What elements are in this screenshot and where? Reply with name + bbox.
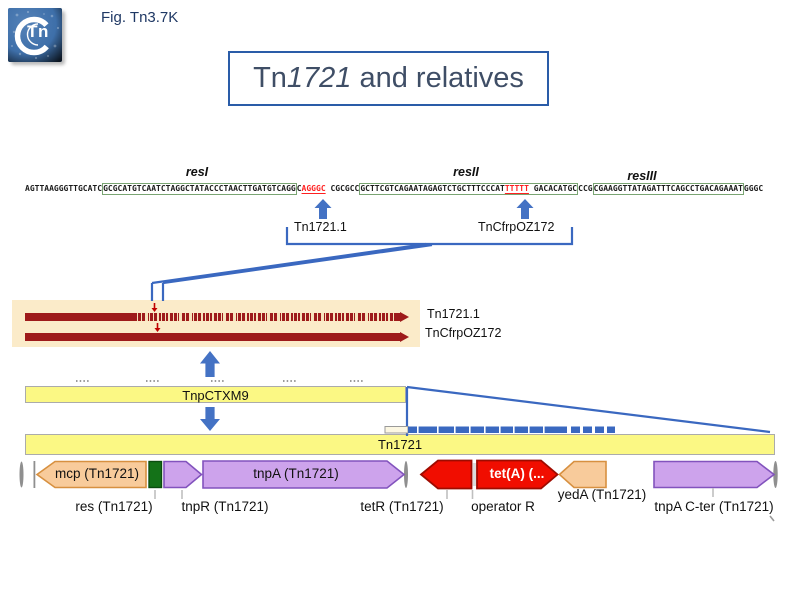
logo-inner-arc: [26, 23, 39, 46]
tnpctxm9-map-box: [25, 386, 406, 403]
mismatch-ticks: [137, 313, 394, 321]
seq-crossover-left: AGGGC: [301, 184, 326, 193]
gene-label-tetA: tet(A) (...: [489, 466, 545, 481]
seq-resII-box: GCTTCGTCAGAATAGAGTCTGCTTTCCCATTTTTT GACA…: [359, 183, 579, 195]
alignment-bar-tn1721-1: [25, 312, 409, 322]
sequence-arrow-right-icon: [516, 199, 534, 219]
gene-label-yedA: yedA (Tn1721): [557, 487, 647, 502]
expansion-funnel: [405, 385, 771, 436]
seq-crossover-right: TTTTT: [504, 184, 529, 193]
up-arrow-icon: [200, 351, 220, 377]
gene-arrow-yedA: [558, 460, 607, 489]
res-site-label-resI: resI: [185, 165, 209, 179]
homology-bar-gaps: [417, 426, 545, 433]
seq-segment: CCG: [578, 184, 593, 193]
boundary-tick: [404, 461, 408, 488]
gene-arrow-tetR: [419, 459, 473, 490]
tn1721-label: Tn1721: [377, 437, 423, 452]
figure-id-label: Fig. Tn3.7K: [101, 9, 179, 26]
gene-label-operatorR: operator R: [471, 499, 535, 514]
seq-segment: GACACATGC: [528, 184, 578, 193]
sequence-arrow-left-icon: [314, 199, 332, 219]
alignment-row2-label: TnCfrpOZ172: [425, 326, 502, 340]
logo-tn-text: Tn: [27, 22, 49, 41]
title-prefix: Tn: [253, 62, 287, 94]
down-arrow-icon: [200, 407, 220, 431]
gene-arrow-tnpR: [163, 460, 203, 489]
gene-label-tetR: tetR (Tn1721): [360, 499, 444, 514]
seq-resI-box: GCGCATGTCAATCTAGGCTATACCCTAACTTGATGTCAGG: [102, 183, 297, 195]
operator-r-marker: [472, 463, 476, 486]
gene-label-tnpA: tnpA (Tn1721): [253, 466, 339, 481]
tn1721-map-box: [25, 434, 775, 455]
seq-segment: AGTTAAGGGTTGCATC: [25, 184, 103, 193]
gene-label-res: res (Tn1721): [75, 499, 153, 514]
homology-bar-dashes: [571, 426, 615, 433]
boundary-tick: [773, 461, 778, 488]
seq-segment: CGCGCC: [325, 184, 360, 193]
homology-bar: [408, 426, 567, 433]
gene-arrow-tnpA-cter: [653, 460, 776, 489]
corner-tick: [769, 515, 775, 522]
zoom-wedge: [150, 242, 433, 301]
boundary-tick: [33, 461, 36, 488]
logo-c-ring: [14, 16, 54, 56]
tnpctxm9-label: TnpCTXM9: [182, 388, 249, 403]
cream-segment-bar: [384, 426, 409, 434]
gene-label-mcp: mcp (Tn1721): [54, 466, 140, 481]
boundary-tick: [19, 461, 24, 488]
alignment-bar-tncfrpoz172: [25, 331, 409, 342]
logo-speckles: [11, 10, 60, 60]
res-site-label-resIII: resIII: [627, 169, 657, 183]
seq-segment: C: [296, 184, 302, 193]
alignment-row1-label: Tn1721.1: [427, 307, 480, 321]
res-site-marker: [148, 460, 163, 489]
seq-segment: GGGC: [743, 184, 764, 193]
title-suffix: and relatives: [351, 62, 524, 94]
callout-label-tncfrpoz172: TnCfrpOZ172: [478, 220, 555, 234]
title-italic: 1721: [286, 62, 352, 94]
gene-label-tnpR: tnpR (Tn1721): [181, 499, 269, 514]
seq-resIII-box: CGAAGGTTATAGATTTCAGCCTGACAGAAAT: [592, 183, 744, 195]
gene-label-tnpA-cter: tnpA C-ter (Tn1721): [654, 499, 774, 514]
callout-label-tn1721-1: Tn1721.1: [294, 220, 347, 234]
tn-logo: Tn: [8, 8, 62, 62]
seq-segment: GCTTCGTCAGAATAGAGTCTGCTTTCCCAT: [360, 184, 505, 193]
dna-sequence: AGTTAAGGGTTGCATCGCGCATGTCAATCTAGGCTATACC…: [25, 183, 763, 195]
tn-logo-graphic: [8, 8, 62, 62]
res-site-label-resII: resII: [453, 165, 479, 179]
